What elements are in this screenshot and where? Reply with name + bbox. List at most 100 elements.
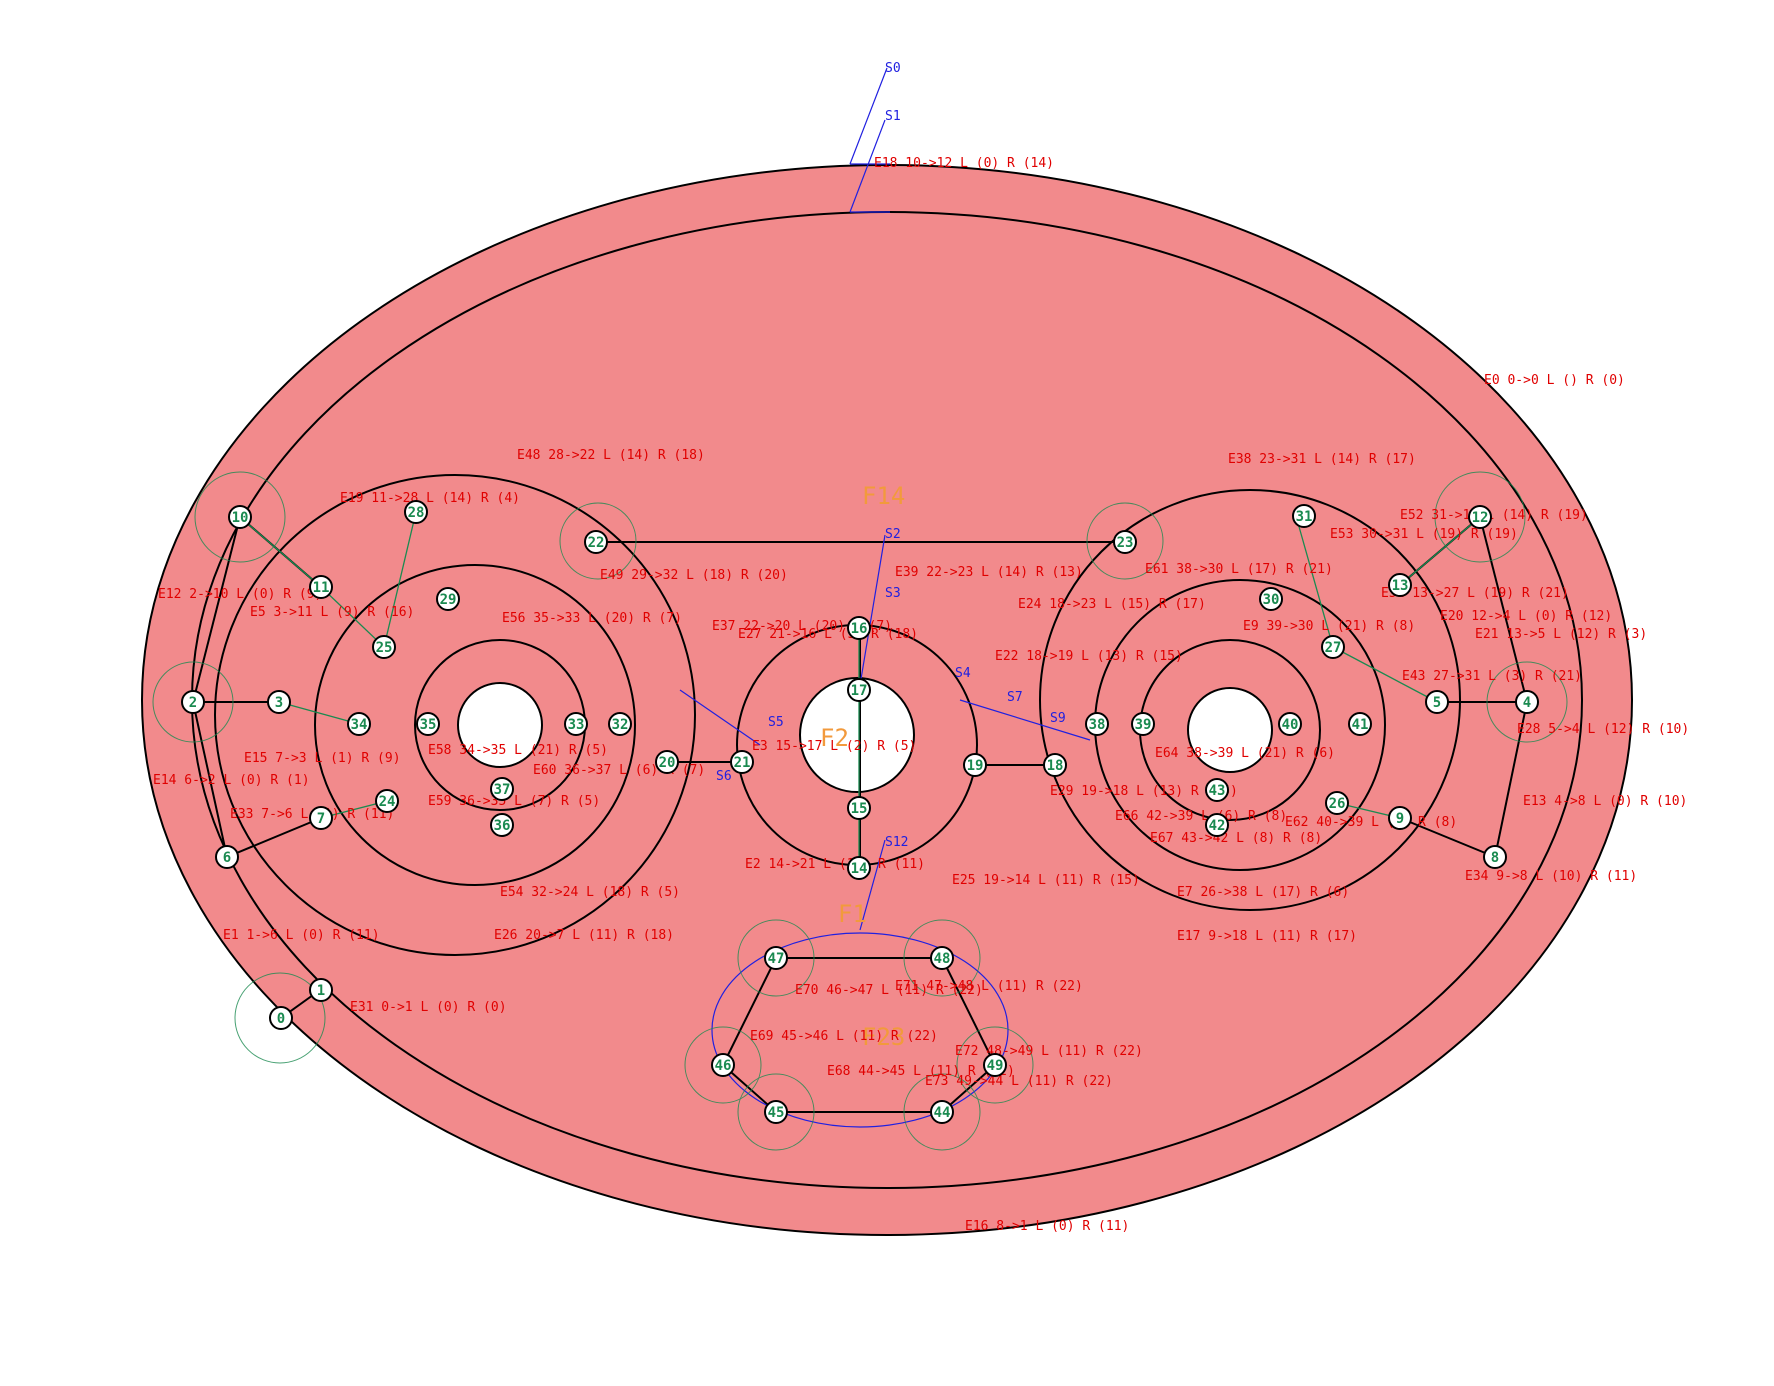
- node-circle: [1292, 504, 1316, 528]
- node-33: 33: [564, 712, 588, 736]
- segment-label-s2: S2: [885, 527, 901, 542]
- node-4: 4: [1515, 690, 1539, 714]
- node-circle: [1325, 791, 1349, 815]
- segment-label-s4: S4: [955, 666, 971, 681]
- edge-label-e28: E28 5->4 L (12) R (10): [1517, 722, 1689, 737]
- node-circle: [181, 690, 205, 714]
- edge-label-e34: E34 9->8 L (10) R (11): [1465, 869, 1637, 884]
- node-label: 41: [1352, 717, 1369, 733]
- node-circle: [347, 712, 371, 736]
- edge-label-e22: E22 18->19 L (13) R (15): [995, 649, 1183, 664]
- node-16: 16: [847, 616, 871, 640]
- left-outer-ring: [214, 474, 696, 956]
- green-loops: [152, 471, 1568, 1151]
- edge-label-e39: E39 22->23 L (14) R (13): [895, 565, 1083, 580]
- node-6: 6: [215, 845, 239, 869]
- node-25: 25: [372, 635, 396, 659]
- node-label: 43: [1209, 783, 1226, 799]
- face-label-f2: F2: [820, 724, 849, 752]
- edge-label-e38: E38 23->31 L (14) R (17): [1228, 452, 1416, 467]
- edge-label-e68: E68 44->45 L (11) R (22): [827, 1064, 1015, 1079]
- edge-label-e13: E13 4->8 L (0) R (10): [1523, 794, 1687, 809]
- node-circle: [1113, 530, 1137, 554]
- node-7: 7: [309, 806, 333, 830]
- node-label: 18: [1047, 758, 1064, 774]
- node-circle: [930, 1100, 954, 1124]
- node-label: 45: [768, 1105, 785, 1121]
- node-circle: [963, 753, 987, 777]
- node-label: 15: [851, 801, 868, 817]
- node-22: 22: [584, 530, 608, 554]
- node-label: 29: [440, 592, 457, 608]
- node-49: 49: [983, 1053, 1007, 1077]
- node-35: 35: [416, 712, 440, 736]
- node-circle: [1468, 505, 1492, 529]
- node-36: 36: [490, 813, 514, 837]
- node-8: 8: [1483, 845, 1507, 869]
- node-circle: [1425, 690, 1449, 714]
- edge-label-e16: E16 8->1 L (0) R (11): [965, 1219, 1129, 1234]
- segment-lines: [679, 67, 1091, 931]
- node-circle: [847, 616, 871, 640]
- node-circle: [490, 813, 514, 837]
- node-circle: [764, 1100, 788, 1124]
- node-circle: [983, 1053, 1007, 1077]
- node-label: 2: [189, 695, 197, 711]
- node-label: 39: [1135, 717, 1152, 733]
- edge-label-e31: E31 0->1 L (0) R (0): [350, 1000, 507, 1015]
- node-label: 31: [1296, 509, 1313, 525]
- edge-label-e18: E18 10->12 L (0) R (14): [874, 156, 1054, 171]
- node-label: 3: [275, 695, 283, 711]
- node-label: 21: [734, 755, 751, 771]
- node-label: 7: [317, 811, 325, 827]
- green-edge-overlays: [239, 511, 1481, 868]
- node-43: 43: [1205, 778, 1229, 802]
- edge-label-e29: E29 19->18 L (13) R (15): [1050, 784, 1238, 799]
- edge-label-e3: E3 15->17 L (2) R (5): [752, 739, 916, 754]
- edge-label-e25: E25 19->14 L (11) R (15): [952, 873, 1140, 888]
- node-41: 41: [1348, 712, 1372, 736]
- node-circle: [1131, 712, 1155, 736]
- node-label: 38: [1089, 717, 1106, 733]
- edge-label-e59: E59 36->35 L (7) R (5): [428, 794, 600, 809]
- edge-label-e17: E17 9->18 L (11) R (17): [1177, 929, 1357, 944]
- edge-label-e21: E21 13->5 L (12) R (3): [1475, 627, 1647, 642]
- node-label: 1: [317, 983, 325, 999]
- node-circle: [1043, 753, 1067, 777]
- node-circle: [655, 750, 679, 774]
- edge-label-e60: E60 36->37 L (6) R (7): [533, 763, 705, 778]
- node-circle: [1205, 813, 1229, 837]
- node-label: 48: [934, 951, 951, 967]
- node-23: 23: [1113, 530, 1137, 554]
- node-label: 12: [1472, 510, 1489, 526]
- node-label: 8: [1491, 850, 1499, 866]
- node-circle: [1321, 635, 1345, 659]
- edge-label-e71: E71 47->48 L (11) R (22): [895, 979, 1083, 994]
- edge-label-e70: E70 46->47 L (11) R (22): [795, 983, 983, 998]
- node-label: 20: [659, 755, 676, 771]
- node-18: 18: [1043, 753, 1067, 777]
- node-circle: [1515, 690, 1539, 714]
- node-label: 22: [588, 535, 605, 551]
- node-label: 4: [1523, 695, 1531, 711]
- node-31: 31: [1292, 504, 1316, 528]
- segment-label-s9: S9: [1050, 711, 1066, 726]
- node-label: 25: [376, 640, 393, 656]
- node-circle: [309, 806, 333, 830]
- node-circle: [1388, 573, 1412, 597]
- edge-label-e53: E53 30->31 L (19) R (19): [1330, 527, 1518, 542]
- node-circle: [847, 856, 871, 880]
- edge-label-e66: E66 42->39 L (6) R (8): [1115, 809, 1287, 824]
- node-label: 16: [851, 621, 868, 637]
- segment-label-s6: S6: [716, 769, 732, 784]
- node-19: 19: [963, 753, 987, 777]
- node-2: 2: [181, 690, 205, 714]
- node-circle: [228, 505, 252, 529]
- node-circle: [375, 789, 399, 813]
- node-12: 12: [1468, 505, 1492, 529]
- node-label: 47: [768, 951, 785, 967]
- node-label: 27: [1325, 640, 1342, 656]
- edge-label-e48: E48 28->22 L (14) R (18): [517, 448, 705, 463]
- left-hole: [457, 682, 543, 768]
